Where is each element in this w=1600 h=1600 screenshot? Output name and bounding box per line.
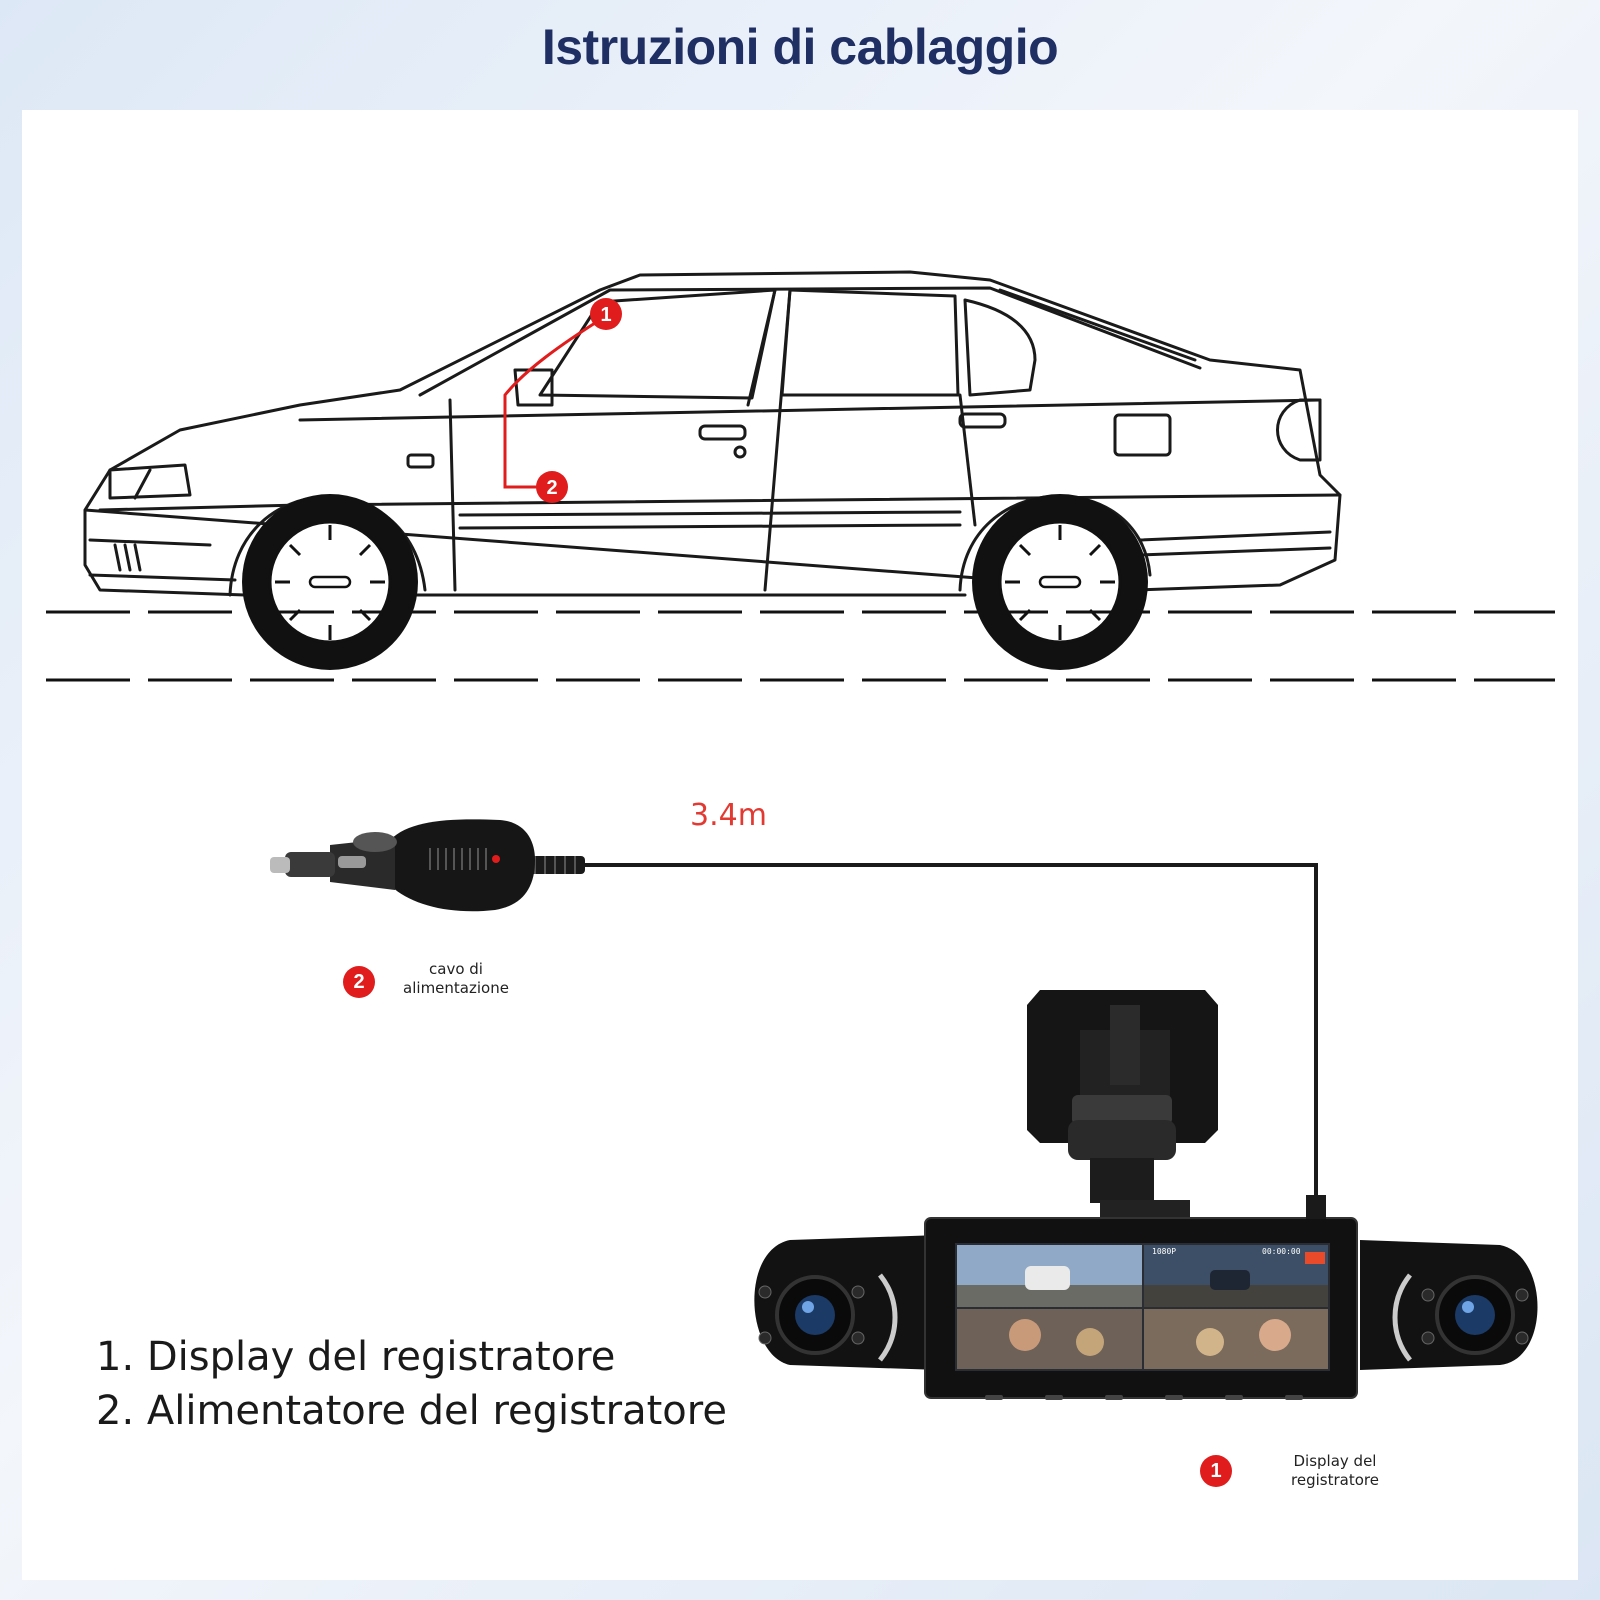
- recorder-main-unit: [924, 1217, 1358, 1400]
- rear-door-handle: [958, 412, 1007, 429]
- cable-length-label: 3.4m: [690, 798, 767, 833]
- svg-text:2: 2: [546, 477, 557, 499]
- tail-light: [1276, 398, 1322, 462]
- fuel-door: [1113, 413, 1172, 457]
- car-callout-2: 2: [536, 471, 568, 503]
- page-title: Istruzioni di cablaggio: [541, 19, 1059, 75]
- screen-cabin-left: [957, 1309, 1142, 1369]
- power-connector: [1306, 1195, 1326, 1219]
- callout-1-badge: 1: [1200, 1455, 1232, 1487]
- callout-1-label: Display del registratore: [1291, 1452, 1379, 1489]
- callout-2-label: cavo di alimentazione: [403, 960, 509, 997]
- svg-text:1: 1: [600, 304, 611, 326]
- car-callout-1: 1: [590, 298, 622, 330]
- car-body-outline: [83, 270, 1342, 597]
- rear-quarter-window: [963, 298, 1037, 397]
- screen-resolution: 1080P: [1152, 1247, 1177, 1256]
- car-charger-plug: [270, 819, 535, 912]
- headlight: [108, 463, 192, 500]
- screen-cabin-right: [1144, 1309, 1328, 1369]
- right-cabin-camera: [1360, 1240, 1538, 1370]
- front-door-handle: [698, 424, 747, 441]
- screen-time: 00:00:00: [1262, 1247, 1301, 1256]
- legend: 1. Display del registratore 2. Alimentat…: [96, 1330, 727, 1438]
- road-lines: [46, 610, 1555, 682]
- power-cable: [520, 863, 1318, 1200]
- car-diagram: 1 2: [46, 270, 1555, 682]
- callout-2-badge: 2: [343, 966, 375, 998]
- cable-route-red: [503, 314, 607, 489]
- legend-item-2: 2. Alimentatore del registratore: [96, 1388, 727, 1434]
- windshield-mount: [1027, 990, 1218, 1222]
- side-mirror: [513, 368, 554, 407]
- legend-item-1: 1. Display del registratore: [96, 1334, 616, 1380]
- left-cabin-camera: [754, 1235, 940, 1370]
